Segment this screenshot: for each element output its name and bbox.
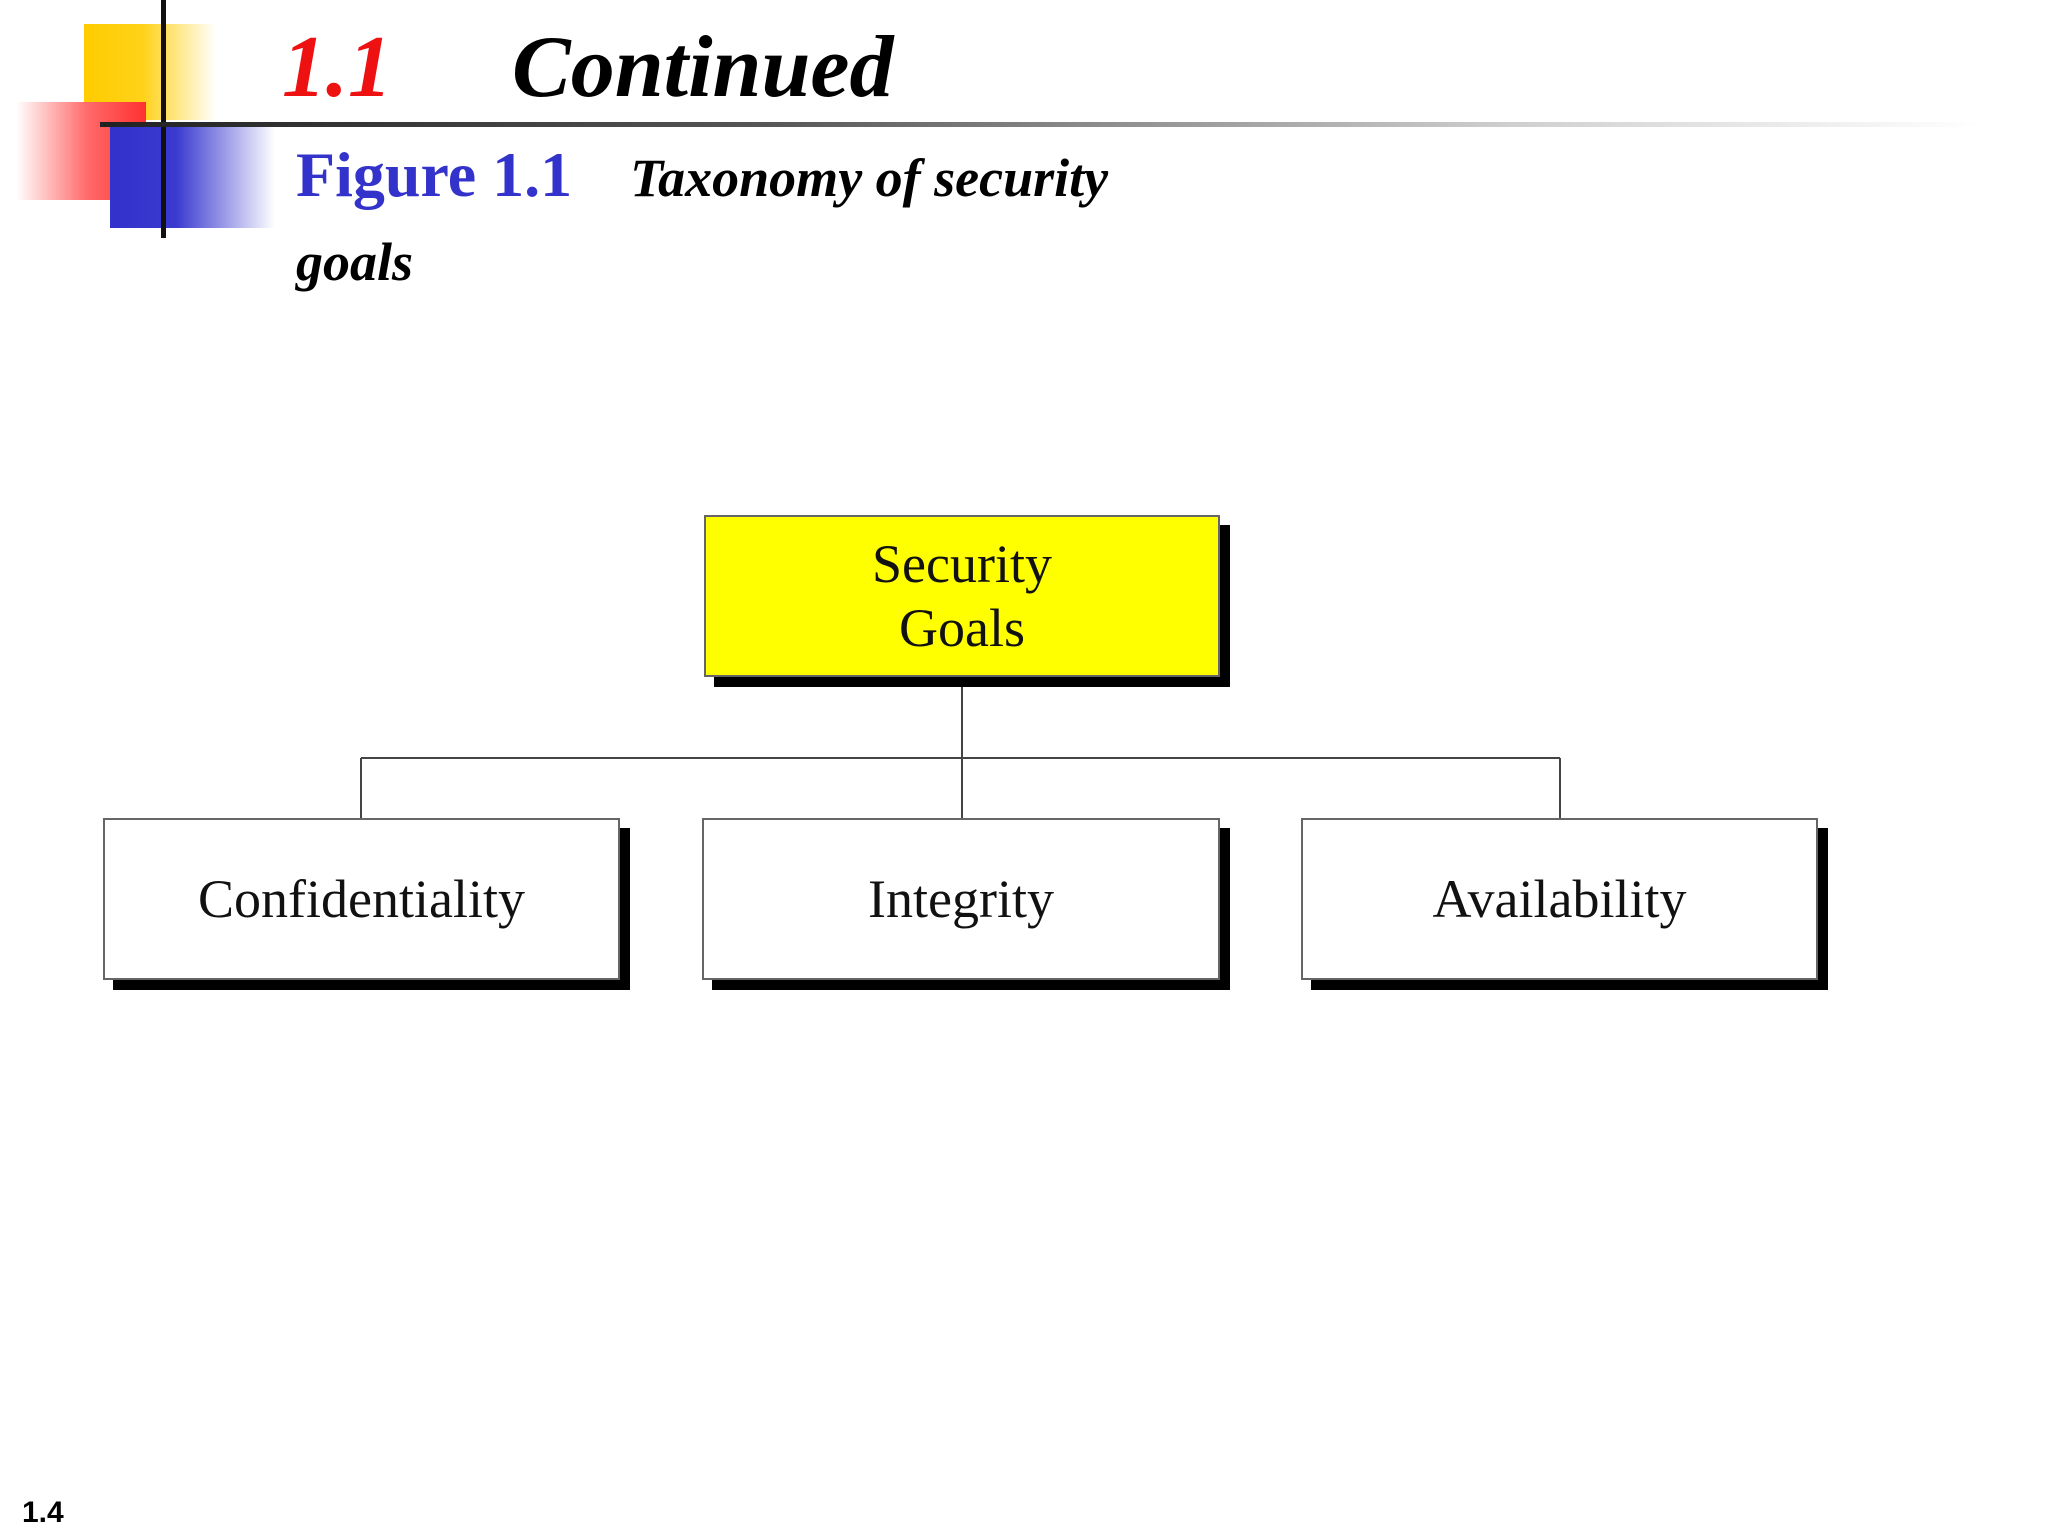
- node-confidentiality: Confidentiality: [103, 818, 620, 980]
- title-underline: [100, 122, 1980, 127]
- title-text: Continued: [512, 19, 894, 116]
- figure-caption-text: Taxonomy of security goals: [296, 148, 1109, 292]
- slide-number: 1.4: [22, 1496, 64, 1529]
- node-availability-label: Availability: [1432, 869, 1687, 929]
- node-security-goals: Security Goals: [704, 515, 1220, 677]
- node-security-goals-line1: Security: [872, 534, 1052, 594]
- section-number: 1.1: [282, 19, 392, 116]
- node-security-goals-line2: Goals: [899, 598, 1025, 658]
- decor-blue-square: [110, 126, 275, 228]
- decor-vertical-line: [161, 0, 166, 238]
- slide-title: 1.1 Continued: [282, 18, 893, 118]
- figure-label: Figure 1.1: [296, 139, 573, 210]
- node-integrity-label: Integrity: [868, 869, 1054, 929]
- node-availability: Availability: [1301, 818, 1818, 980]
- node-integrity: Integrity: [702, 818, 1220, 980]
- node-confidentiality-label: Confidentiality: [198, 869, 525, 929]
